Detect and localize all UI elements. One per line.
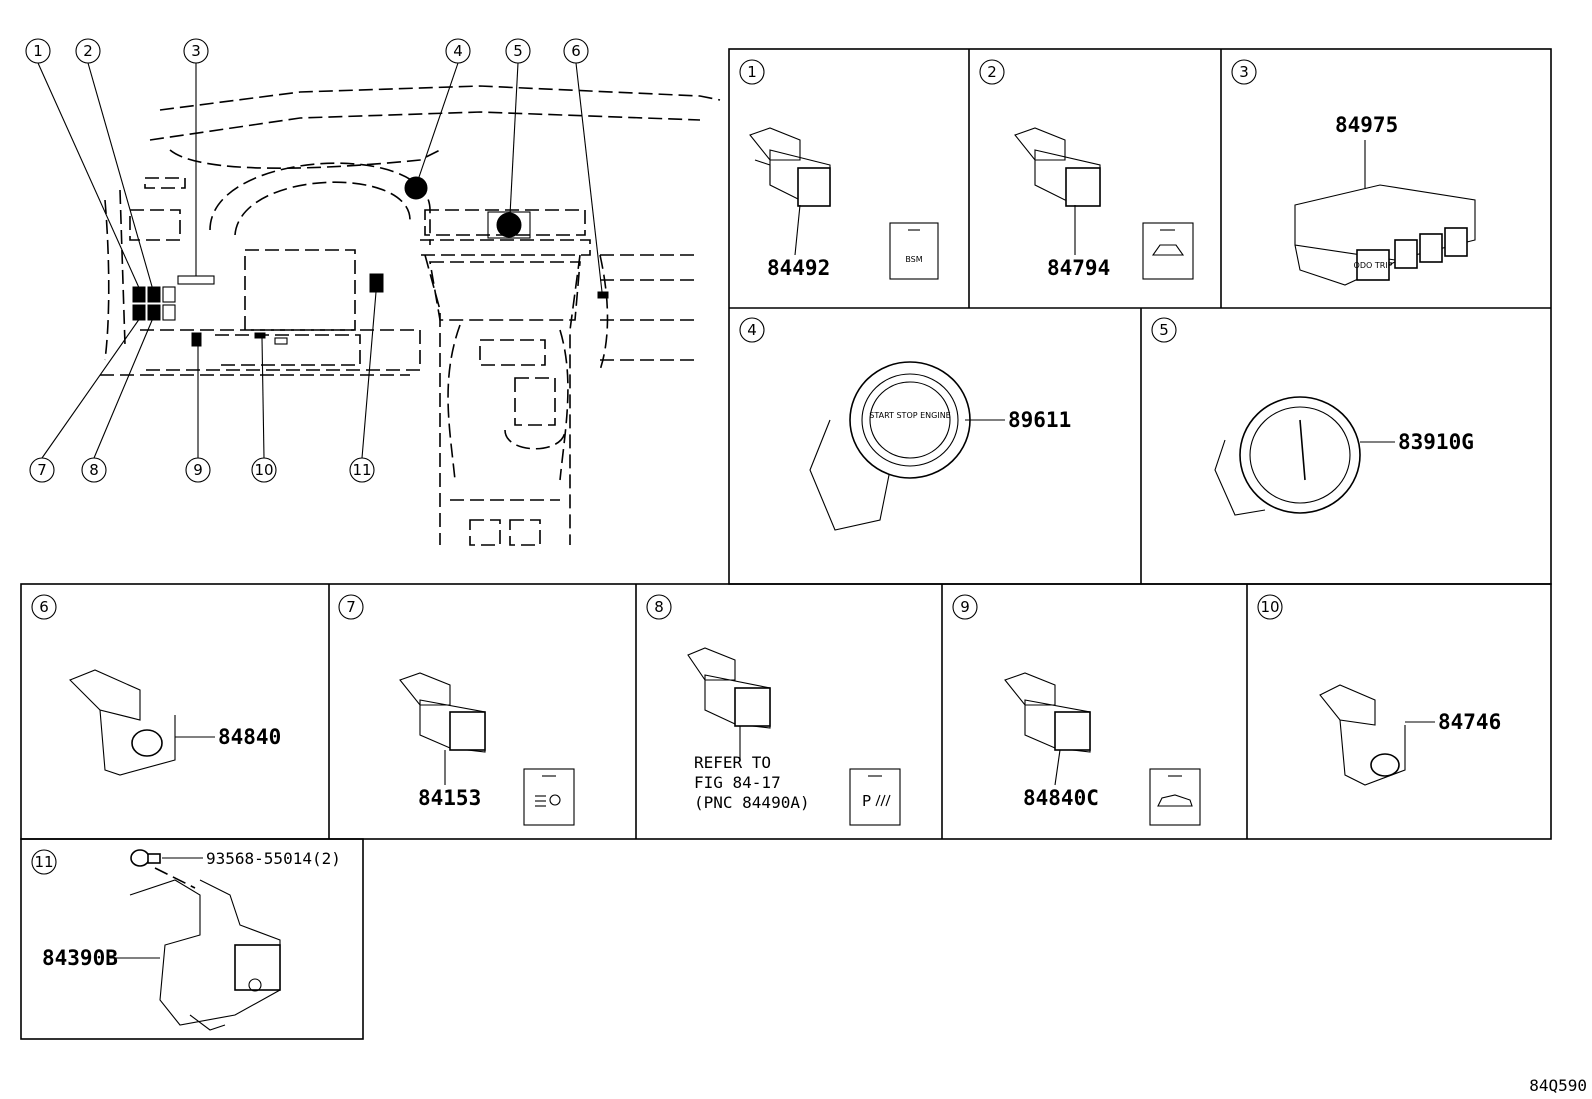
start-stop-button-illustration: START STOP ENGINE: [809, 361, 971, 531]
part-number: 84746: [1438, 710, 1501, 734]
part-number: 84153: [418, 786, 481, 810]
part-number: 84390B: [42, 946, 118, 970]
switch-part-illustration: [69, 669, 176, 776]
overview-callout-3: 3: [183, 38, 209, 64]
callout-number: 5: [513, 42, 523, 60]
refer-note-line-3: (PNC 84490A): [694, 793, 810, 812]
icon-label: BSM: [905, 255, 922, 264]
panel-4: 4 START STOP ENGINE 89611: [739, 317, 1071, 531]
switch-part-illustration: [1004, 672, 1091, 753]
part-number: 84794: [1047, 256, 1110, 280]
panel-number: 1: [747, 63, 757, 81]
bsm-icon: BSM: [889, 222, 939, 280]
start-stop-label: START STOP ENGINE: [869, 411, 951, 420]
refer-note-line-1: REFER TO: [694, 753, 771, 772]
diagram-id: 84Q590: [1529, 1076, 1587, 1095]
overview-callout-5: 5: [505, 38, 531, 64]
panel-5: 5 83910G: [1151, 317, 1474, 516]
part-number: 84492: [767, 256, 830, 280]
overview-callout-6: 6: [563, 38, 589, 64]
callout-number: 6: [571, 42, 581, 60]
panel-2: 2 84794: [979, 59, 1194, 280]
part-number: 84840: [218, 725, 281, 749]
switch-part-illustration: [687, 647, 771, 729]
callout-number: 4: [453, 42, 463, 60]
callout-number: 11: [352, 461, 371, 479]
parking-sonar-icon: P: [849, 768, 901, 826]
panel-6: 6 84840: [31, 594, 281, 776]
callout-number: 9: [193, 461, 203, 479]
auto-high-beam-icon: [523, 768, 575, 826]
panel-number: 8: [654, 598, 664, 616]
sonar-glyph: P: [862, 792, 871, 810]
refer-note-line-2: FIG 84-17: [694, 773, 781, 792]
panel-number: 10: [1260, 598, 1279, 616]
overview-callout-2: 2: [75, 38, 101, 64]
panel-3: 3 84975 ODO TRIP: [1231, 59, 1476, 286]
panel-7: 7 84153: [338, 594, 575, 826]
panel-number: 9: [960, 598, 970, 616]
defogger-icon: [1142, 222, 1194, 280]
panel-1: 1 84492 BSM: [739, 59, 939, 280]
screw-icon: [130, 849, 161, 867]
overview-callout-1: 1: [25, 38, 51, 64]
callout-number: 3: [191, 42, 201, 60]
switch-bank-illustration: ODO TRIP: [1294, 184, 1476, 286]
panel-number: 6: [39, 598, 49, 616]
callout-number: 2: [83, 42, 93, 60]
part-number: 84840C: [1023, 786, 1099, 810]
panel-number: 2: [987, 63, 997, 81]
panel-number: 3: [1239, 63, 1249, 81]
part-number: 89611: [1008, 408, 1071, 432]
part-number: 83910G: [1398, 430, 1474, 454]
switch-part-illustration: [1319, 684, 1406, 786]
panel-11: 11 93568-55014(2) 84390B: [31, 849, 341, 1031]
dashboard-overview: [37, 62, 721, 546]
switch-part-illustration: [749, 127, 831, 207]
panel-number: 11: [34, 853, 53, 871]
panel-grid: [20, 48, 1552, 1040]
bracket-assembly-illustration: [129, 879, 281, 1031]
screw-part-number: 93568-55014(2): [206, 849, 341, 868]
switch-part-illustration: [399, 672, 486, 753]
callout-number: 7: [37, 461, 47, 479]
panel-number: 5: [1159, 321, 1169, 339]
part-number: 84975: [1335, 113, 1398, 137]
overview-callout-7: 7: [29, 457, 55, 483]
clock-illustration: [1214, 396, 1361, 516]
callout-number: 1: [33, 42, 43, 60]
panel-number: 7: [346, 598, 356, 616]
panel-8: 8 REFER TO FIG 84-17 (PNC 84490A) P: [646, 594, 901, 826]
overview-callout-9: 9: [185, 457, 211, 483]
trunk-icon: [1149, 768, 1201, 826]
callout-number: 8: [89, 461, 99, 479]
callout-number: 10: [254, 461, 273, 479]
overview-callout-8: 8: [81, 457, 107, 483]
panel-number: 4: [747, 321, 757, 339]
switch-part-illustration: [1014, 127, 1101, 207]
overview-callout-11: 11: [349, 457, 375, 483]
panel-10: 10 84746: [1257, 594, 1501, 786]
odo-trip-label: ODO TRIP: [1354, 261, 1393, 270]
overview-callout-10: 10: [251, 457, 277, 483]
overview-callout-4: 4: [445, 38, 471, 64]
panel-9: 9 84840C: [952, 594, 1201, 826]
